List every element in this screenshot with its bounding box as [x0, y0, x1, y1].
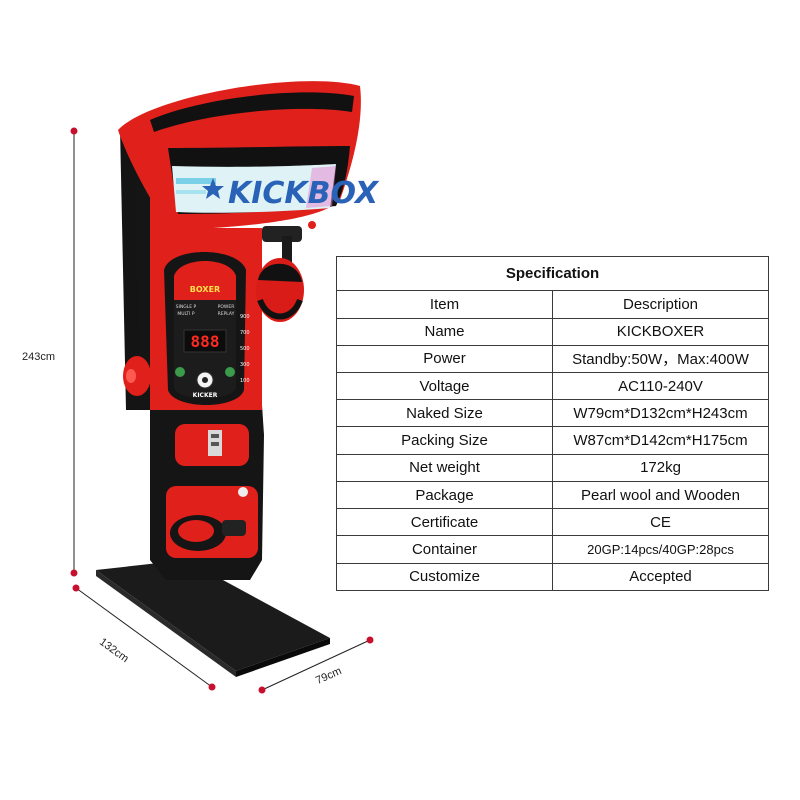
table-row: Package Pearl wool and Wooden — [336, 480, 769, 510]
row-label: Customize — [336, 562, 553, 592]
marquee-panel — [172, 164, 336, 213]
row-value: 172kg — [552, 453, 769, 482]
table-row: Voltage AC110-240V — [336, 371, 769, 401]
panel-label-multi: MULTI P — [177, 311, 195, 317]
row-label: Package — [336, 480, 553, 510]
scale-900: 900 — [240, 314, 250, 320]
score-display-digits: 888 — [191, 332, 220, 351]
row-value: Accepted — [552, 562, 769, 592]
table-row: Container 20GP:14pcs/40GP:28pcs — [336, 535, 769, 564]
row-value: KICKBOXER — [552, 317, 769, 346]
row-label: Naked Size — [336, 399, 553, 428]
row-value: AC110-240V — [552, 371, 769, 401]
dimension-lines — [73, 131, 371, 691]
table-row: Power Standby:50W，Max:400W — [336, 344, 769, 374]
panel-label-replay: REPLAY — [218, 311, 235, 317]
row-label: Voltage — [336, 371, 553, 401]
panel-label-single: SINGLE P — [176, 304, 197, 310]
base-plate — [96, 560, 330, 671]
side-start-button — [123, 356, 151, 396]
dimension-dots — [70, 127, 374, 694]
scale-700: 700 — [240, 330, 250, 336]
row-label: Packing Size — [336, 426, 553, 455]
table-row: Net weight 172kg — [336, 453, 769, 482]
star-icon — [202, 178, 224, 199]
row-value: 20GP:14pcs/40GP:28pcs — [552, 535, 769, 564]
specification-table: Specification Item Description Name KICK… — [336, 255, 769, 592]
table-row: Packing Size W87cm*D142cm*H175cm — [336, 426, 769, 455]
height-dimension-label: 243cm — [22, 351, 56, 363]
scale-500: 500 — [240, 346, 250, 352]
header-description: Description — [552, 290, 769, 319]
table-row: Certificate CE — [336, 508, 769, 537]
scale-300: 300 — [240, 362, 250, 368]
marquee-text: KICKBOX — [228, 176, 380, 211]
row-label: Certificate — [336, 508, 553, 537]
specification-title: Specification — [336, 255, 769, 292]
row-label: Net weight — [336, 453, 553, 482]
row-label: Power — [336, 344, 553, 374]
row-value: Pearl wool and Wooden — [552, 480, 769, 510]
table-row: Naked Size W79cm*D132cm*H243cm — [336, 399, 769, 428]
row-value: W87cm*D142cm*H175cm — [552, 426, 769, 455]
table-row: Customize Accepted — [336, 562, 769, 592]
row-value: W79cm*D132cm*H243cm — [552, 399, 769, 428]
row-value: Standby:50W，Max:400W — [552, 344, 769, 374]
score-display — [183, 329, 227, 353]
row-value: CE — [552, 508, 769, 537]
table-header-row: Item Description — [336, 290, 769, 319]
header-item: Item — [336, 290, 553, 319]
panel-label-power: POWER — [218, 304, 235, 310]
scale-100: 100 — [240, 378, 250, 384]
row-label: Container — [336, 535, 553, 564]
row-label: Name — [336, 317, 553, 346]
panel-footer: KICKER — [193, 392, 218, 399]
panel-title: BOXER — [190, 285, 220, 294]
table-row: Name KICKBOXER — [336, 317, 769, 346]
